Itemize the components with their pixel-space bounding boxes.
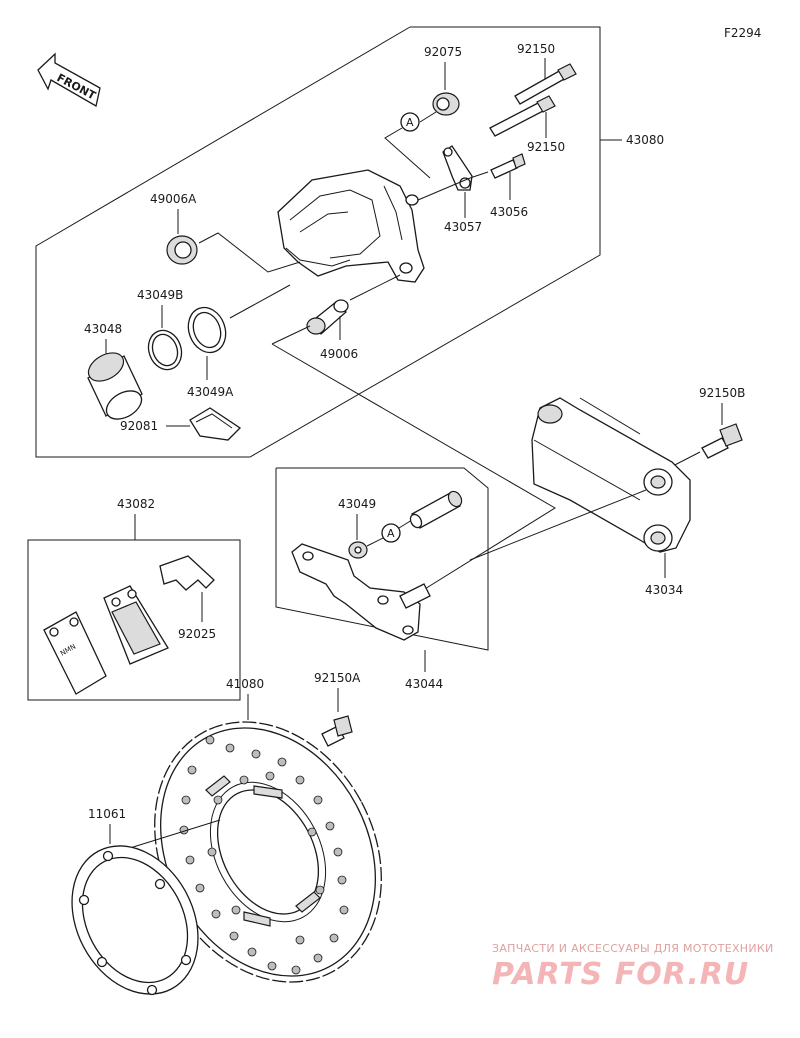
bleeder-plate-43057: [442, 145, 473, 191]
part-label-41080: 41080: [226, 677, 264, 691]
washer-43049: [348, 541, 368, 559]
part-label-92025: 92025: [178, 627, 216, 641]
caliper-assembly-outline: [35, 26, 601, 458]
watermark: ЗАПЧАСТИ И АКСЕССУАРЫ ДЛЯ МОТОТЕХНИКИ PA…: [492, 942, 774, 992]
part-label-43056: 43056: [490, 205, 528, 219]
pad-shim-92025: [159, 555, 215, 591]
ref-marker-a-upper: A: [400, 112, 420, 132]
part-label-43080: 43080: [626, 133, 664, 147]
part-label-11061: 11061: [88, 807, 126, 821]
boot-49006A: [166, 235, 198, 265]
part-label-92150-top: 92150: [517, 42, 555, 56]
slide-pin-92150-top: [514, 63, 577, 105]
torque-link-43034: [531, 397, 691, 553]
part-label-92150A: 92150A: [314, 671, 361, 685]
bracket-slide-pin: [409, 490, 463, 529]
part-label-43044: 43044: [405, 677, 443, 691]
figure-code: F2294: [724, 26, 761, 40]
part-label-43049B: 43049B: [137, 288, 183, 302]
part-label-92081: 92081: [120, 419, 158, 433]
part-label-49006: 49006: [320, 347, 358, 361]
part-label-49006A: 49006A: [150, 192, 197, 206]
bolt-92150B: [701, 423, 743, 459]
slide-pin-92150-mid: [489, 95, 556, 137]
seal-43049B: [147, 329, 183, 371]
caliper-body: [277, 169, 425, 283]
piston-43048: [87, 352, 143, 420]
front-arrow-icon: FRONT: [37, 52, 101, 108]
part-label-43049A: 43049A: [187, 385, 234, 399]
brake-pad-left: NMN: [43, 611, 107, 695]
pad-set-outline: [27, 539, 241, 701]
seal-92075: [432, 92, 460, 116]
part-label-92075: 92075: [424, 45, 462, 59]
bracket-assembly-outline: [275, 467, 489, 651]
part-label-92150-mid: 92150: [527, 140, 565, 154]
watermark-brand: PARTS FOR.RU: [492, 957, 749, 992]
boot-49006: [306, 299, 349, 335]
ref-marker-a-lower: A: [381, 523, 401, 543]
pad-spring-92081: [189, 407, 242, 441]
watermark-subtitle: ЗАПЧАСТИ И АКСЕССУАРЫ ДЛЯ МОТОТЕХНИКИ: [492, 942, 774, 955]
part-label-92150B: 92150B: [699, 386, 745, 400]
bleed-valve-43056: [490, 153, 526, 179]
part-label-43057: 43057: [444, 220, 482, 234]
brake-pad-right: [103, 585, 169, 665]
gasket-11061: [71, 845, 199, 996]
seal-43049A: [187, 306, 227, 354]
brake-disc-41080: [154, 721, 382, 983]
part-label-43049: 43049: [338, 497, 376, 511]
part-label-43082: 43082: [117, 497, 155, 511]
disc-bolt-92150A: [321, 715, 353, 747]
caliper-bracket: [291, 543, 431, 641]
svg-text:A: A: [406, 116, 414, 129]
svg-text:A: A: [387, 527, 395, 540]
part-label-43034: 43034: [645, 583, 683, 597]
part-label-43048: 43048: [84, 322, 122, 336]
